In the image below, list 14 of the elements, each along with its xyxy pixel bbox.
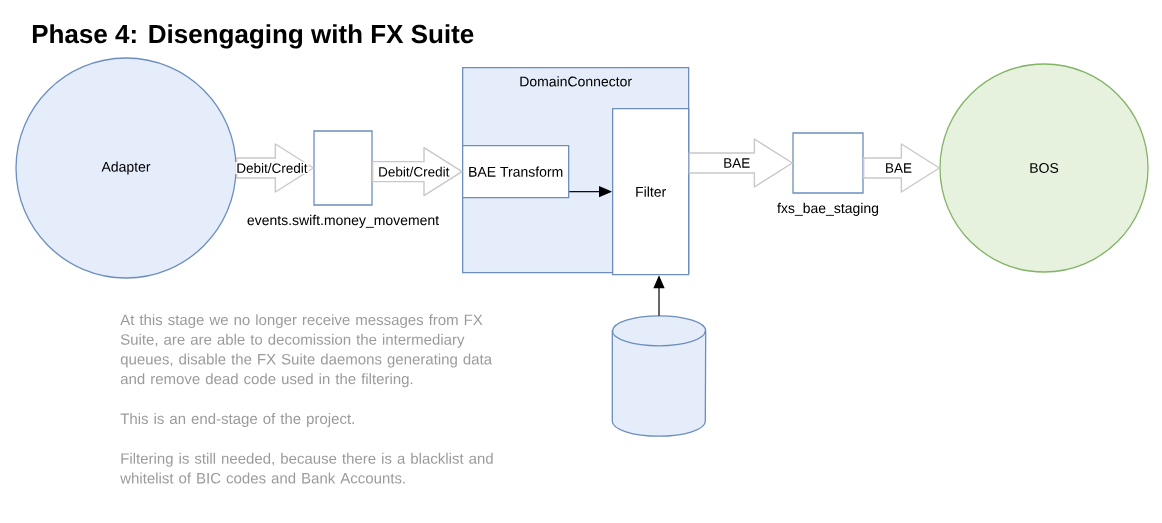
- edge-label: BAE: [884, 162, 913, 174]
- database-cylinder: [611, 315, 707, 437]
- edge-label: BAE: [722, 157, 752, 169]
- circle-node: Adapter: [15, 57, 237, 279]
- circle-node: BOS: [939, 63, 1149, 273]
- process-box: Filter: [612, 108, 690, 276]
- process-box: BAE Transform: [462, 145, 570, 199]
- title: Phase 4: Disengaging with FX Suite: [32, 24, 474, 49]
- note-text: This is an end-stage of the project.: [120, 413, 354, 427]
- note-text: At this stage we no longer receive messages from FX Suite, are are able to decomission the intermediary queues, disable the FX Suite daemons generating data and remove dead code used in the filtering.: [120, 314, 493, 388]
- note-text: Filtering is still needed, because there is a blacklist and whitelist of BIC codes and Bank Accounts.: [120, 452, 493, 484]
- node-caption: events.swift.money_movement: [247, 214, 439, 228]
- edge-label: Debit/Credit: [235, 162, 309, 174]
- node-caption: fxs_bae_staging: [777, 202, 879, 216]
